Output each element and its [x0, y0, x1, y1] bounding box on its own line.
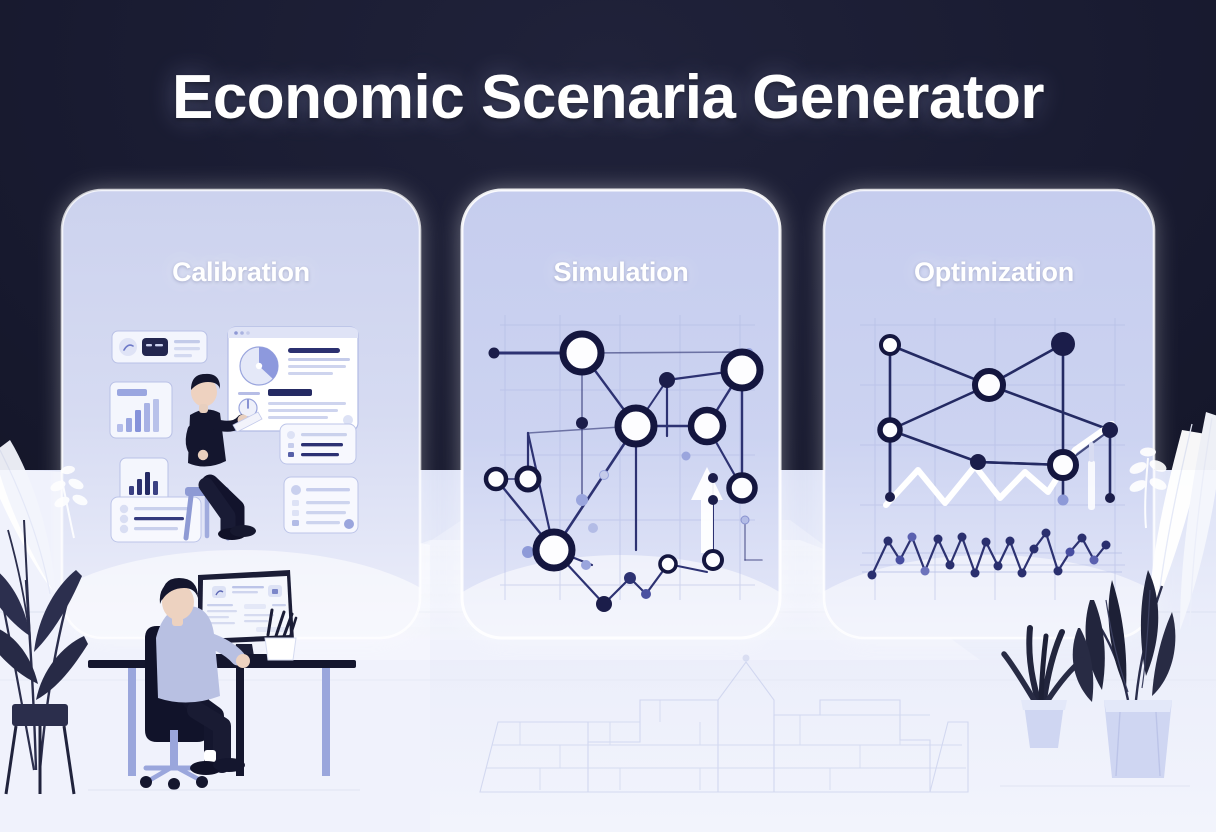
optimization-nodes	[877, 334, 1079, 481]
calibration-illustration	[62, 326, 420, 638]
simulation-illustration	[462, 315, 780, 638]
calibration-card-checklist-1	[110, 496, 202, 543]
calibration-card-toggle-row	[111, 330, 208, 364]
calibration-card-bar-chart	[109, 381, 173, 439]
plant-left-white-leaf	[0, 440, 56, 596]
calibration-card-checklist-3	[283, 476, 359, 534]
calibration-card-checklist-2	[279, 423, 357, 465]
background-skyline	[479, 654, 969, 793]
calibration-card-mini-bars	[119, 457, 169, 505]
plant-right-small-pot	[1001, 625, 1085, 748]
floor-shadows	[88, 785, 1190, 791]
desk-scene	[88, 570, 356, 790]
plant-right-white-sprig	[1129, 447, 1167, 529]
panel-simulation	[460, 188, 782, 640]
plant-left-tall-on-stand	[0, 519, 88, 795]
panel-optimization	[822, 188, 1156, 640]
optimization-minor-nodes	[885, 332, 1118, 506]
desk-pen-cup	[264, 608, 298, 661]
calibration-person-figure	[183, 373, 263, 541]
simulation-nodes	[483, 330, 764, 574]
plant-right-large-pot	[1072, 570, 1176, 778]
monitor-screen-content	[207, 585, 286, 632]
panel-calibration	[60, 188, 422, 640]
plant-left-small-sprig	[50, 465, 88, 539]
optimization-oscillation-series	[862, 528, 1122, 580]
optimization-accent-bars	[1088, 442, 1095, 510]
calibration-window-detail	[227, 326, 359, 432]
desk-person-figure	[156, 578, 250, 775]
simulation-up-arrow	[691, 467, 723, 553]
